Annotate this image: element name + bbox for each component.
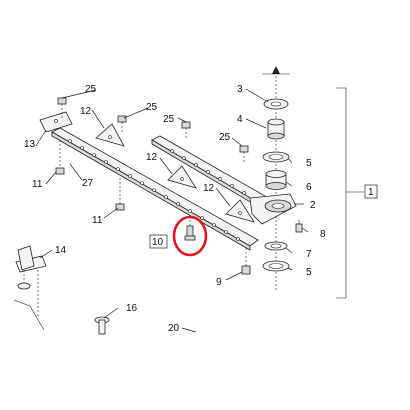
- bolt-25-b: [117, 115, 127, 132]
- end-bracket: [39, 111, 73, 133]
- callout-27: 27: [82, 178, 94, 189]
- callout-14: 14: [55, 245, 67, 256]
- leader-lines: [35, 88, 309, 333]
- bolt-11-b: [115, 178, 125, 211]
- callout-1-box: [364, 184, 378, 199]
- callout-25-d: 25: [219, 132, 231, 143]
- callout-10-box: [149, 234, 168, 249]
- knife-section-3: [225, 199, 255, 223]
- callout-16: 16: [126, 303, 138, 314]
- callout-25-b: 25: [146, 102, 158, 113]
- bolt-9: [241, 248, 251, 275]
- callout-13: 13: [24, 139, 36, 150]
- pin-16: [94, 316, 110, 335]
- knife-section-1: [95, 123, 125, 147]
- bolt-25-c: [181, 121, 191, 140]
- callout-11-a: 11: [32, 179, 43, 190]
- callout-5-a: 5: [306, 158, 312, 169]
- callout-25-a: 25: [85, 84, 97, 95]
- callout-25-c: 25: [163, 114, 175, 125]
- callout-5-b: 5: [306, 267, 312, 278]
- callout-3: 3: [237, 84, 243, 95]
- callout-4: 4: [237, 114, 243, 125]
- callout-12-b: 12: [146, 152, 158, 163]
- callout-20: 20: [168, 323, 180, 334]
- callout-12-a: 12: [80, 106, 92, 117]
- bolt-11-a: [55, 140, 65, 175]
- callout-1: 1: [368, 187, 374, 198]
- callout-11-b: 11: [92, 215, 103, 226]
- callout-6: 6: [306, 182, 312, 193]
- assembly-bracket: [336, 87, 364, 299]
- callout-labels: 25 25 25 25 12 12 12 13 11 27 11 10 9 3 …: [24, 84, 378, 334]
- drive-assembly-stack: [249, 66, 303, 290]
- callout-2: 2: [310, 200, 316, 211]
- callout-7: 7: [306, 249, 312, 260]
- callout-10: 10: [152, 237, 164, 248]
- callout-8: 8: [320, 229, 326, 240]
- bolt-25-d: [239, 145, 249, 164]
- knife-section-2: [167, 165, 197, 189]
- callout-9: 9: [216, 277, 222, 288]
- knife-bar-upper: [51, 127, 259, 251]
- bolt-10: [184, 216, 196, 241]
- guard-assembly: [13, 245, 47, 331]
- callout-12-c: 12: [203, 183, 215, 194]
- highlight-circle: [172, 215, 208, 257]
